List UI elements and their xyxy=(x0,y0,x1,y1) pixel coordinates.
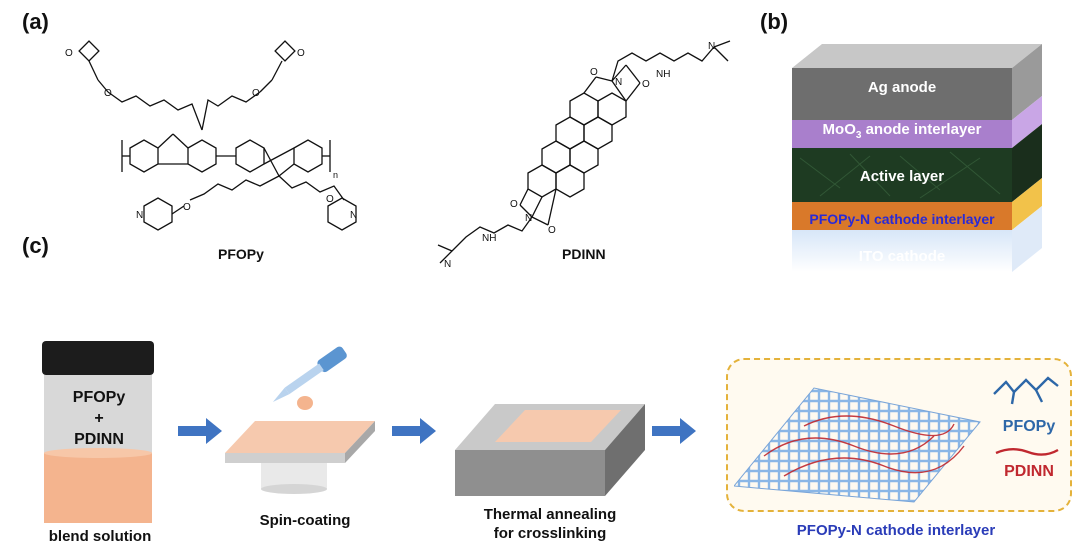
legend-pfopy-icon xyxy=(993,376,1059,405)
arrow-1 xyxy=(178,418,222,444)
layer-label-active: Active layer xyxy=(859,168,945,185)
arrow-2 xyxy=(392,418,436,444)
atom-n-amine-bottom: N xyxy=(444,259,451,270)
atom-nh-bottom: NH xyxy=(482,233,496,244)
panel-label-a: (a) xyxy=(22,9,49,34)
atom-n-pyridine-right: N xyxy=(350,210,357,221)
fluorene-2-ring-a xyxy=(235,139,265,173)
atom-n-amine-top: N xyxy=(708,41,715,52)
layer-ito xyxy=(792,230,1012,272)
panel-label-b: (b) xyxy=(760,9,789,34)
vial-text-pfopy: PFOPy xyxy=(72,389,126,406)
atom-o-oxetane-left: O xyxy=(65,48,73,59)
legend-pdinn-icon xyxy=(995,448,1059,456)
crosslinked-network xyxy=(734,387,981,503)
legend-pfopy-label: PFOPy xyxy=(1002,418,1056,435)
pfopy-chain-right xyxy=(201,91,261,131)
atom-o-top-2: O xyxy=(642,79,650,90)
atom-n-pyridine-left: N xyxy=(136,210,143,221)
pfopy-chain-lower-right xyxy=(278,175,345,201)
arrow-3 xyxy=(652,418,696,444)
pdinn-chain-top xyxy=(611,46,715,82)
fluorene-2-ring-b xyxy=(293,139,323,173)
pipette xyxy=(272,346,347,403)
pfopy-chain-left xyxy=(107,91,203,131)
result-caption: PFOPy-N cathode interlayer xyxy=(796,522,996,539)
spin-coater xyxy=(225,346,375,494)
pdinn-chain-bottom xyxy=(439,216,533,264)
pdinn-structure: O O N NH N O O N NH N xyxy=(437,40,731,270)
oxetane-left xyxy=(78,40,100,62)
layer-active xyxy=(792,148,1012,202)
oxetane-right xyxy=(274,40,296,62)
atom-nh-top: NH xyxy=(656,69,670,80)
pdinn-label: PDINN xyxy=(562,246,606,262)
step-for-crosslinking: for crosslinking xyxy=(493,525,607,542)
step-spin-coating: Spin-coating xyxy=(259,512,351,529)
atom-o-ether-left: O xyxy=(104,88,112,99)
atom-o-pyridyl-right: O xyxy=(326,194,334,205)
atom-n-imide-top: N xyxy=(615,77,622,88)
vial-text-pdinn: PDINN xyxy=(74,431,124,448)
step-blend-solution: blend solution xyxy=(48,528,152,545)
layer-moo3 xyxy=(792,120,1012,148)
layer-ag-anode xyxy=(792,68,1012,120)
atom-o-bottom-2: O xyxy=(548,225,556,236)
stack-top-face xyxy=(792,44,1042,68)
fluorene-1-ring-b xyxy=(187,139,217,173)
fluorene-1-ring-a xyxy=(129,139,159,173)
vial xyxy=(42,341,154,523)
atom-o-bottom-1: O xyxy=(510,199,518,210)
panel-label-c: (c) xyxy=(22,233,49,258)
layer-pfopy-n xyxy=(792,202,1012,230)
pyridine-left xyxy=(143,197,173,231)
device-stack-art xyxy=(792,44,1042,272)
vial-cap xyxy=(42,341,154,375)
layer-label-ag: Ag anode xyxy=(867,79,937,96)
layer-label-ito: ITO cathode xyxy=(858,248,946,265)
pfopy-chain-lower-left xyxy=(189,175,280,201)
atom-o-oxetane-right: O xyxy=(297,48,305,59)
legend-pdinn-label: PDINN xyxy=(1004,463,1054,480)
atom-o-ether-right: O xyxy=(252,88,260,99)
hot-plate xyxy=(455,404,645,496)
atom-o-pyridyl-left: O xyxy=(183,202,191,213)
layer-label-pfopy-n: PFOPy-N cathode interlayer xyxy=(809,211,995,227)
vial-text-plus: + xyxy=(94,410,104,427)
pfopy-label: PFOPy xyxy=(218,246,264,262)
pfopy-structure: O O O O O O N N n xyxy=(65,40,357,231)
atom-o-top-1: O xyxy=(590,67,598,78)
repeat-subscript: n xyxy=(333,170,338,180)
step-thermal-annealing: Thermal annealing xyxy=(483,506,617,523)
droplet xyxy=(297,396,313,410)
layer-label-moo3: MoO3 anode interlayer xyxy=(822,121,982,141)
pyridine-right xyxy=(327,197,357,231)
vial-liquid xyxy=(44,453,152,523)
atom-n-imide-bottom: N xyxy=(525,213,532,224)
annealed-film xyxy=(495,410,621,442)
